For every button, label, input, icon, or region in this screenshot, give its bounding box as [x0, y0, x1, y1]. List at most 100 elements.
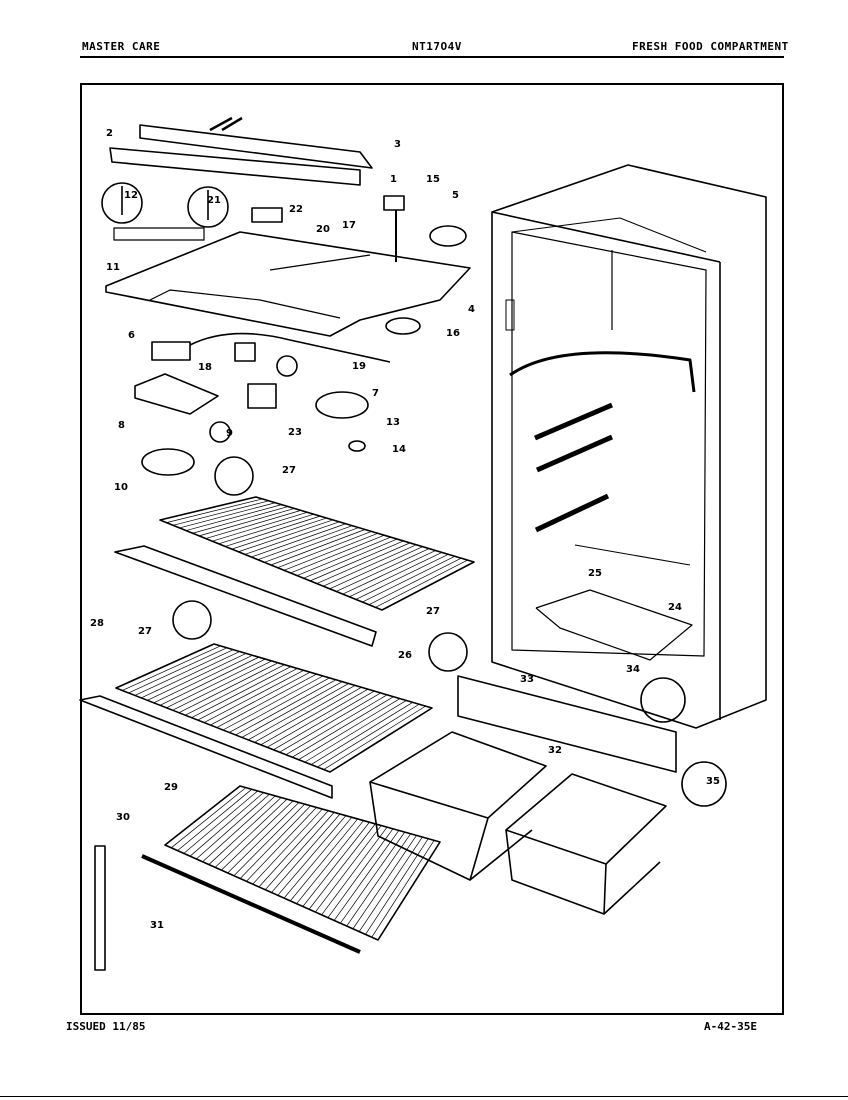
shelf-wire: [210, 671, 311, 726]
callout-2: 2: [106, 128, 113, 139]
shelf-wire: [197, 668, 298, 721]
support-27a: [214, 456, 254, 496]
shelf-wire: [342, 550, 436, 595]
shelf-wire: [264, 812, 335, 890]
switch-20: [251, 207, 283, 223]
callout-8: 8: [118, 420, 125, 431]
shelf-wire: [271, 813, 341, 893]
callout-12: 12: [124, 190, 138, 201]
knob-21-icon: [187, 186, 229, 228]
shelf-wire: [323, 544, 417, 587]
shelf-wire: [128, 647, 227, 694]
header-rule: [80, 56, 784, 58]
callout-33: 33: [520, 674, 534, 685]
callout-31: 31: [150, 920, 164, 931]
shelf-wire: [327, 828, 394, 918]
shelf-wire: [355, 554, 449, 600]
section-title: FRESH FOOD COMPARTMENT: [632, 40, 789, 53]
callout-1: 1: [390, 174, 397, 185]
knob-12-icon: [101, 182, 143, 224]
shelf-wire: [362, 555, 455, 603]
shelf-wire: [183, 790, 258, 854]
fan-5: [429, 225, 467, 247]
shelf-wire: [231, 517, 327, 550]
shelf-wire: [203, 670, 304, 723]
shelf-wire: [166, 498, 263, 523]
shelf-wire: [296, 820, 364, 904]
shelf-wire: [304, 700, 407, 763]
bracket-11: [113, 227, 205, 241]
shelf-wire: [186, 504, 282, 531]
callout-27: 27: [426, 606, 440, 617]
callout-3: 3: [394, 139, 401, 150]
callout-9: 9: [226, 428, 233, 439]
shelf-upper: [114, 496, 475, 647]
callout-27: 27: [282, 465, 296, 476]
shelf-wire: [290, 534, 385, 574]
support-27b: [172, 600, 212, 640]
part-31: [94, 845, 106, 971]
callout-23: 23: [288, 427, 302, 438]
callout-21: 21: [207, 195, 221, 206]
callout-25: 25: [588, 568, 602, 579]
shelf-wire: [222, 675, 324, 731]
shelf-wire: [323, 705, 426, 770]
shelf-wire: [333, 830, 400, 921]
callout-17: 17: [342, 220, 356, 231]
shelf-wire: [159, 656, 260, 706]
shelf-wire: [279, 692, 381, 753]
shelf-wire: [266, 688, 369, 748]
shelf-wire: [257, 525, 353, 561]
bracket-8: [134, 373, 219, 415]
light-socket-6: [151, 341, 191, 361]
drawing-code: A-42-35E: [704, 1020, 757, 1033]
shelf-wire: [308, 823, 376, 910]
shelf-wire: [147, 653, 247, 701]
shelf-wire: [244, 521, 340, 555]
shelf-wire: [221, 800, 294, 871]
shelf-wire: [283, 532, 378, 571]
crisper-cover-33: [457, 675, 677, 773]
shelf-wire: [246, 807, 317, 882]
shelf-wire: [202, 795, 276, 863]
issue-date: ISSUED 11/85: [66, 1020, 146, 1033]
shelf-wire: [205, 510, 301, 539]
control-housing: [109, 116, 373, 186]
shelf-wire: [227, 802, 300, 874]
shelf-wire: [292, 696, 394, 758]
shelf-29: [141, 785, 441, 954]
shelf-wire: [216, 673, 317, 728]
shelf-wire: [177, 789, 252, 851]
shelf-wire: [277, 531, 372, 568]
shelf-wire: [218, 513, 314, 545]
shelf-wire: [252, 808, 323, 885]
shelf-wire: [270, 529, 366, 566]
callout-4: 4: [468, 304, 475, 315]
shelf-wire: [317, 703, 420, 768]
shelf-wire: [371, 840, 435, 938]
shelf-wire: [208, 797, 282, 865]
shelf-wire: [235, 679, 336, 736]
callout-27: 27: [138, 626, 152, 637]
shelf-wire: [273, 690, 375, 751]
brand-label: MASTER CARE: [82, 40, 161, 53]
shelf-wire: [251, 523, 346, 558]
shelf-wire: [134, 649, 234, 696]
callout-14: 14: [392, 444, 406, 455]
shelf-wire: [225, 515, 321, 547]
shelf-wire: [277, 815, 347, 896]
shelf-wire: [196, 793, 270, 860]
shelf-wire: [296, 536, 391, 576]
liner-panel: [105, 231, 471, 337]
shelf-lower: [79, 643, 433, 799]
shelf-wire: [310, 702, 413, 765]
callout-35: 35: [706, 776, 720, 787]
shelf-wire: [349, 552, 443, 598]
shelf-wire: [346, 833, 411, 927]
shelf-wire: [189, 792, 264, 857]
callout-30: 30: [116, 812, 130, 823]
shelf-wire: [192, 506, 289, 534]
shelf-wire: [172, 660, 272, 711]
bulb-19: [276, 355, 298, 377]
